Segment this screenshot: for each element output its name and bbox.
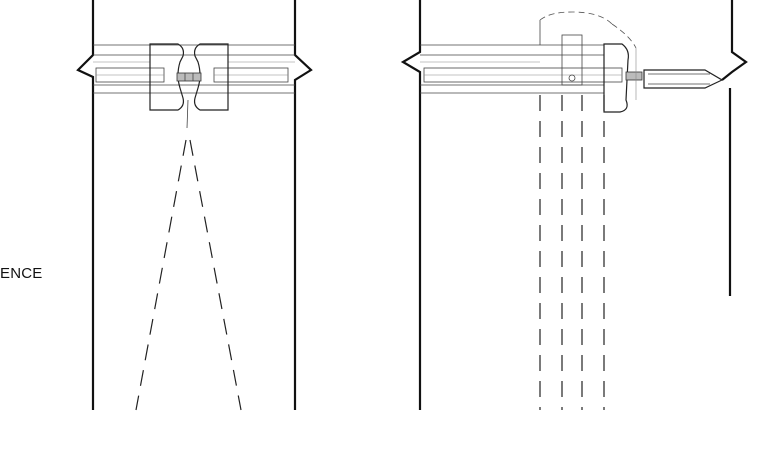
hinge-body (603, 43, 629, 113)
right-outer-wall (721, 0, 748, 81)
upright (561, 34, 583, 86)
extension-arm (643, 69, 724, 89)
right-hinge-detail (400, 0, 748, 410)
edge-label-text: ENCE (0, 265, 43, 282)
pivot-circle (568, 74, 576, 82)
left-outer-wall (76, 0, 95, 410)
right-outer-wall (293, 0, 313, 410)
swing-arc-dashed (539, 11, 613, 25)
hinge-pin (625, 71, 643, 81)
left-hinge-detail (76, 0, 313, 411)
left-outer-wall (400, 0, 422, 410)
swing-path-dashed (135, 139, 187, 411)
swing-path-dashed (189, 139, 242, 411)
hinge-pin (176, 72, 202, 82)
swing-arc-outer (611, 23, 637, 49)
swing-line (186, 99, 189, 129)
